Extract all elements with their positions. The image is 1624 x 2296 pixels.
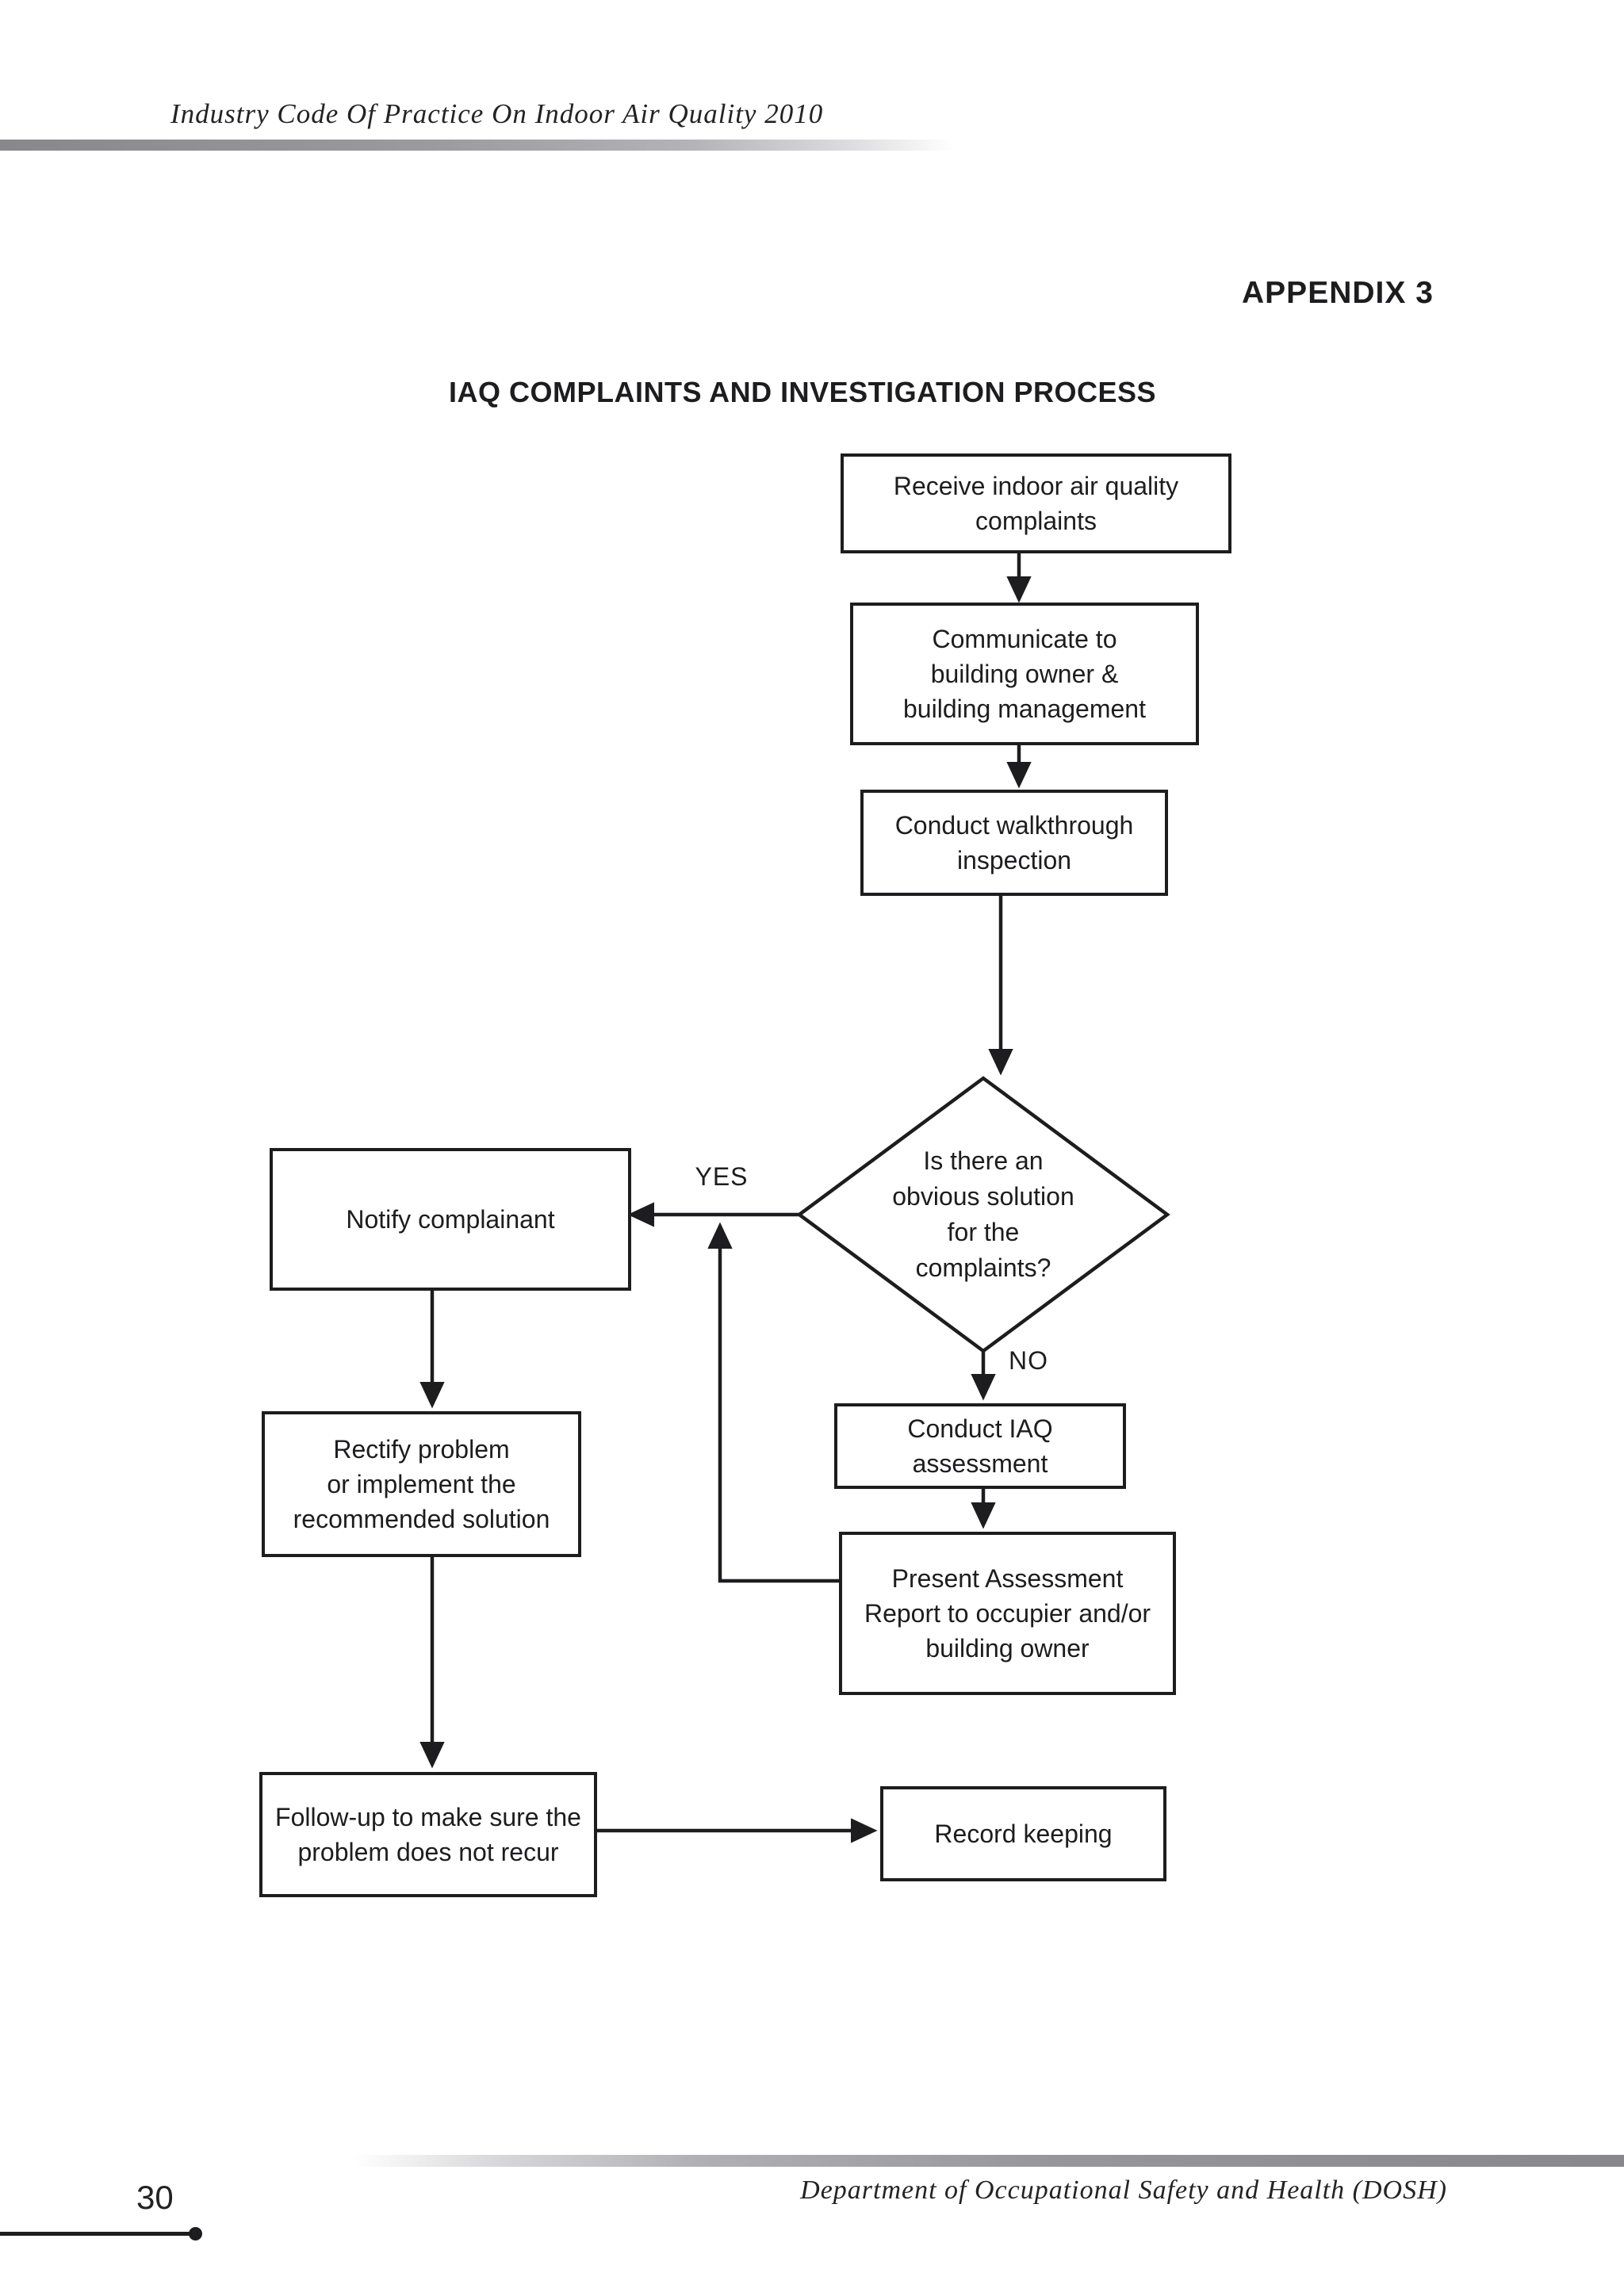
flow-node-receive-complaints: Receive indoor air quality complaints xyxy=(841,453,1231,553)
edge-label-yes: YES xyxy=(695,1162,749,1191)
edge-label-no: NO xyxy=(1009,1346,1048,1375)
flow-node-decision-obvious-solution: Is there an obvious solution for the com… xyxy=(892,1146,1074,1282)
flow-node-followup-no-recur: Follow-up to make sure the problem does … xyxy=(259,1772,597,1897)
footer-department-text: Department of Occupational Safety and He… xyxy=(800,2175,1447,2205)
flowchart-title-text: IAQ COMPLAINTS AND INVESTIGATION PROCESS xyxy=(448,376,1157,408)
flow-node-notify-complainant: Notify complainant xyxy=(270,1148,631,1291)
header-divider-bar xyxy=(0,140,963,151)
edge-present-feedback-up xyxy=(707,1222,839,1583)
decision-diamond-shape xyxy=(796,1076,1170,1353)
page-number: 30 xyxy=(136,2179,174,2216)
flow-node-rectify-problem: Rectify problem or implement the recomme… xyxy=(262,1411,581,1557)
flow-node-conduct-iaq-assessment: Conduct IAQ assessment xyxy=(834,1403,1126,1489)
page-number-rule xyxy=(0,2232,196,2236)
appendix-label: APPENDIX 3 xyxy=(1242,276,1434,310)
flow-node-record-keeping: Record keeping xyxy=(880,1786,1166,1881)
document-header-title: Industry Code Of Practice On Indoor Air … xyxy=(170,98,824,129)
flow-node-communicate-owner: Communicate to building owner & building… xyxy=(850,603,1199,745)
footer-divider-bar xyxy=(341,2155,1624,2167)
flowchart-title: IAQ COMPLAINTS AND INVESTIGATION PROCESS xyxy=(0,376,1614,409)
flow-node-present-assessment-report: Present Assessment Report to occupier an… xyxy=(839,1532,1176,1695)
page-number-dot xyxy=(189,2227,202,2241)
flow-node-walkthrough-inspection: Conduct walkthrough inspection xyxy=(860,790,1168,896)
